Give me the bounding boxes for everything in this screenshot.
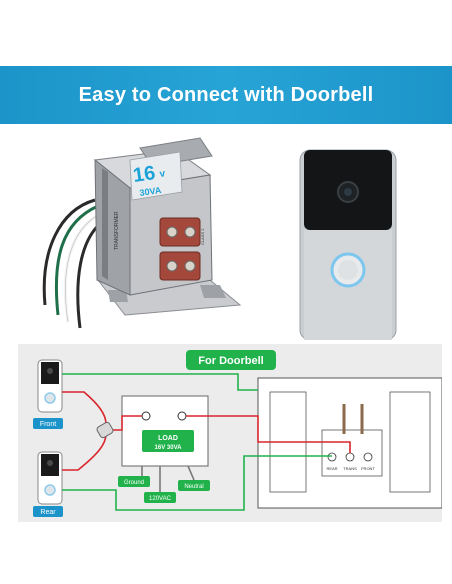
front-label: Front: [40, 421, 56, 428]
voltage-label-plate: [129, 151, 183, 201]
mains-label: 120VAC: [149, 496, 172, 502]
terminal-trans-label: TRANS: [343, 466, 357, 471]
front-doorbell-icon: [37, 359, 63, 413]
wire-nut-icon: [96, 421, 114, 439]
transformer-class-label: CLASS 2: [200, 228, 205, 245]
power-text: 30VA: [139, 185, 163, 198]
voltage-unit-text: v: [159, 168, 166, 180]
ground-label: Ground: [124, 480, 144, 486]
terminal-front-label: FRONT: [361, 466, 375, 471]
transformer-wires: [42, 198, 103, 329]
title-banner: Easy to Connect with Doorbell: [0, 66, 452, 124]
diagram-title-badge: [186, 350, 276, 370]
wiring-diagram: For Doorbell Front Rear: [18, 344, 442, 522]
load-rating: 16V 30VA: [155, 445, 183, 451]
load-label: LOAD: [158, 435, 178, 442]
mains-badge: [144, 492, 176, 503]
diagram-title: For Doorbell: [198, 355, 263, 367]
product-illustration: 16 v 30VA TRANSFORMER CLASS 2: [42, 137, 397, 341]
transformer-box: [121, 395, 209, 467]
rear-label-badge: [33, 506, 63, 517]
rear-doorbell-icon: [37, 451, 63, 505]
video-doorbell-image: [299, 149, 397, 341]
front-label-badge: [33, 418, 63, 429]
neutral-label: Neutral: [184, 484, 203, 490]
voltage-text: 16: [132, 162, 157, 187]
neutral-badge: [178, 480, 210, 491]
wires: [62, 373, 351, 511]
product-images: 16 v 30VA TRANSFORMER CLASS 2: [0, 130, 452, 341]
ground-badge: [118, 476, 150, 487]
terminal-rear-label: REAR: [326, 466, 337, 471]
banner-title: Easy to Connect with Doorbell: [78, 83, 374, 106]
transformer-side-label: TRANSFORMER: [114, 211, 120, 250]
wiring-diagram-svg: For Doorbell Front Rear: [33, 350, 442, 517]
terminal-screws: [159, 217, 201, 281]
rear-label: Rear: [40, 509, 56, 516]
